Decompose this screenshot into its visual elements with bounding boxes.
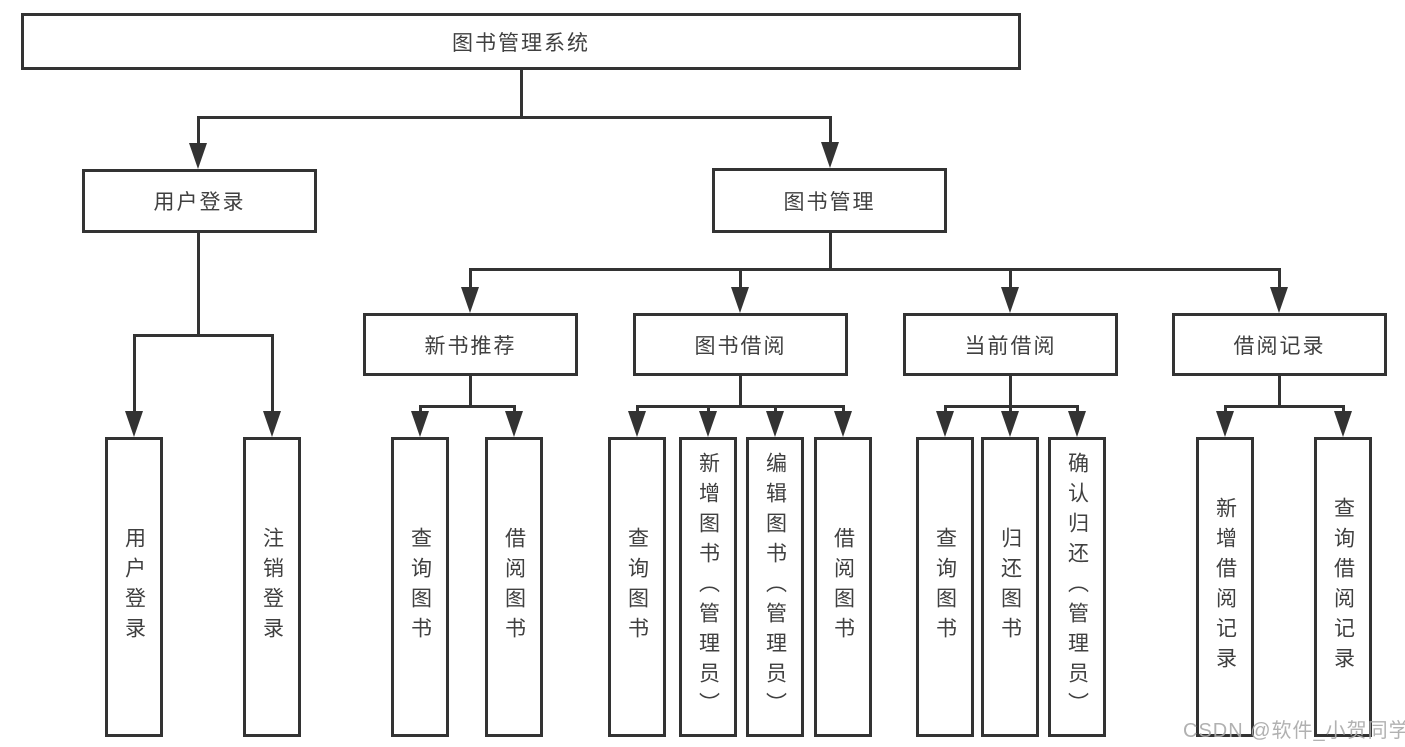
connector-stem	[1009, 376, 1012, 408]
node-user-login: 用户登录	[82, 169, 317, 233]
arrowhead-icon	[834, 411, 852, 437]
connector-drop	[1278, 268, 1281, 290]
connector-drop	[271, 334, 274, 413]
arrowhead-icon	[505, 411, 523, 437]
connector-level2-rail	[197, 116, 832, 119]
arrowhead-icon	[461, 287, 479, 313]
leaf-nb-borrow-books: 借阅图书	[485, 437, 543, 737]
leaf-logout: 注销登录	[243, 437, 301, 737]
connector-drop	[1009, 268, 1012, 290]
node-user-login-label: 用户登录	[153, 191, 246, 214]
leaf-cb-query-books: 查询图书	[916, 437, 974, 737]
connector-drop	[774, 405, 777, 414]
connector-rail	[1224, 405, 1345, 408]
connector-stem	[469, 376, 472, 408]
connector-rail	[636, 405, 845, 408]
leaf-bb-edit-books: 编辑图书（管理员）	[746, 437, 804, 737]
leaf-bb-add-books: 新增图书（管理员）	[679, 437, 737, 737]
arrowhead-icon	[1068, 411, 1086, 437]
leaf-cb-return-books-label: 归还图书	[998, 527, 1022, 647]
node-book-management-label: 图书管理	[783, 190, 876, 214]
connector-rail	[419, 405, 516, 408]
arrowhead-icon	[411, 411, 429, 437]
leaf-user-login: 用户登录	[105, 437, 163, 737]
node-current-borrow-label: 当前借阅	[964, 334, 1057, 358]
connector-drop	[739, 268, 742, 290]
node-root-label: 图书管理系统	[452, 31, 590, 55]
node-book-borrow-label: 图书借阅	[694, 334, 787, 358]
leaf-nb-query-books-label: 查询图书	[408, 527, 432, 647]
arrowhead-icon	[936, 411, 954, 437]
leaf-br-query-record: 查询借阅记录	[1314, 437, 1372, 737]
connector-drop-user-login	[197, 116, 200, 145]
node-borrow-records-label: 借阅记录	[1233, 334, 1326, 358]
arrowhead-icon	[628, 411, 646, 437]
leaf-bb-query-books-label: 查询图书	[625, 527, 649, 647]
connector-user-login-stem	[197, 233, 200, 337]
csdn-watermark: CSDN @软件_小贺同学	[1183, 720, 1405, 742]
connector-user-login-rail	[133, 334, 274, 337]
leaf-nb-borrow-books-label: 借阅图书	[502, 527, 526, 647]
arrowhead-icon	[699, 411, 717, 437]
leaf-bb-borrow-books-label: 借阅图书	[831, 527, 855, 647]
node-current-borrow: 当前借阅	[903, 313, 1118, 376]
connector-level3-rail	[469, 268, 1281, 271]
arrowhead-icon	[731, 287, 749, 313]
leaf-nb-query-books: 查询图书	[391, 437, 449, 737]
arrowhead-icon	[766, 411, 784, 437]
connector-drop-book-mgmt	[829, 116, 832, 144]
connector-drop	[1076, 405, 1079, 414]
arrowhead-icon	[1001, 411, 1019, 437]
leaf-br-query-record-label: 查询借阅记录	[1331, 497, 1355, 677]
node-borrow-records: 借阅记录	[1172, 313, 1387, 376]
connector-drop	[944, 405, 947, 414]
connector-stem	[1278, 376, 1281, 408]
node-book-borrow: 图书借阅	[633, 313, 848, 376]
leaf-bb-edit-books-label: 编辑图书（管理员）	[763, 452, 787, 722]
leaf-br-add-record-label: 新增借阅记录	[1213, 497, 1237, 677]
arrowhead-icon	[821, 142, 839, 168]
arrowhead-icon	[189, 143, 207, 169]
node-new-book-recommend: 新书推荐	[363, 313, 578, 376]
leaf-cb-query-books-label: 查询图书	[933, 527, 957, 647]
node-root: 图书管理系统	[21, 13, 1021, 70]
node-new-book-recommend-label: 新书推荐	[424, 334, 517, 358]
leaf-cb-confirm-return-label: 确认归还（管理员）	[1065, 452, 1089, 722]
node-book-management: 图书管理	[712, 168, 947, 233]
connector-drop	[707, 405, 710, 414]
arrowhead-icon	[1216, 411, 1234, 437]
connector-drop	[842, 405, 845, 414]
leaf-bb-query-books: 查询图书	[608, 437, 666, 737]
connector-drop	[1224, 405, 1227, 414]
arrowhead-icon	[1001, 287, 1019, 313]
connector-drop	[133, 334, 136, 413]
connector-book-mgmt-stem	[829, 233, 832, 271]
connector-drop	[1009, 405, 1012, 414]
connector-drop	[419, 405, 422, 414]
connector-root-stem	[520, 69, 523, 119]
arrowhead-icon	[1334, 411, 1352, 437]
connector-drop	[469, 268, 472, 290]
leaf-br-add-record: 新增借阅记录	[1196, 437, 1254, 737]
connector-drop	[1342, 405, 1345, 414]
leaf-cb-confirm-return: 确认归还（管理员）	[1048, 437, 1106, 737]
connector-stem	[739, 376, 742, 408]
connector-drop	[513, 405, 516, 414]
arrowhead-icon	[263, 411, 281, 437]
leaf-logout-label: 注销登录	[260, 527, 284, 647]
leaf-bb-borrow-books: 借阅图书	[814, 437, 872, 737]
leaf-cb-return-books: 归还图书	[981, 437, 1039, 737]
leaf-user-login-label: 用户登录	[122, 527, 146, 647]
leaf-bb-add-books-label: 新增图书（管理员）	[696, 452, 720, 722]
arrowhead-icon	[125, 411, 143, 437]
connector-drop	[636, 405, 639, 414]
arrowhead-icon	[1270, 287, 1288, 313]
